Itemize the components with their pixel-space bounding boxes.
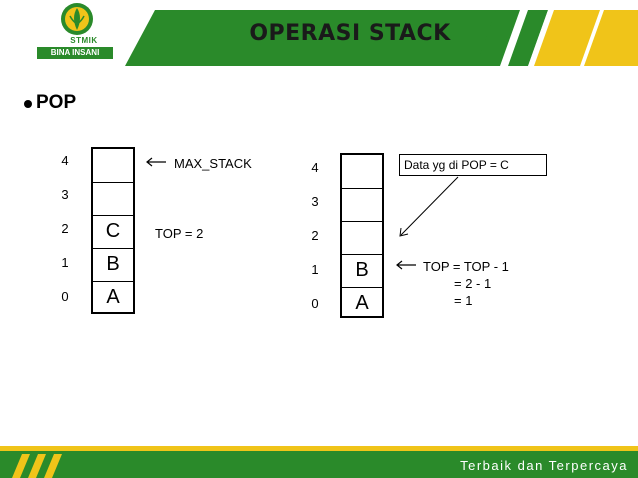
footer-slash-3 <box>44 454 62 478</box>
footer-tagline: Terbaik dan Terpercaya <box>460 458 628 473</box>
stack-cell: A <box>342 287 382 320</box>
top-label: TOP = 2 <box>155 226 204 241</box>
header-green-band <box>125 10 548 66</box>
stack-cell <box>342 221 382 254</box>
index-label: 1 <box>311 262 319 277</box>
footer-banner <box>0 446 638 478</box>
stack-cell <box>93 182 133 215</box>
calc-line-2: = 2 - 1 <box>454 276 492 291</box>
stack-after: B A <box>340 153 384 318</box>
logo: STMIK BINA INSANI <box>0 0 120 70</box>
page-title: OPERASI STACK <box>249 21 451 46</box>
footer-slash-2 <box>28 454 46 478</box>
stack-cell <box>93 149 133 182</box>
header-banner <box>125 10 638 66</box>
stack-cell: C <box>93 215 133 248</box>
index-label: 4 <box>61 153 69 168</box>
footer-slash-1 <box>12 454 30 478</box>
stack-cell: B <box>93 248 133 281</box>
header-yellow-chevron-3 <box>584 10 638 66</box>
index-label: 0 <box>311 296 319 311</box>
index-label: 2 <box>61 221 69 236</box>
index-label: 3 <box>61 187 69 202</box>
rice-emblem-icon <box>61 3 93 35</box>
stack-cell: B <box>342 254 382 287</box>
footer-yellow-stripe <box>0 446 638 451</box>
footer-green-bar <box>0 451 638 478</box>
header-white-slash-1 <box>500 10 528 66</box>
stack-cell <box>342 188 382 221</box>
calc-line-3: = 1 <box>454 293 473 308</box>
logo-subtitle: BINA INSANI <box>37 47 113 59</box>
stack-before: C B A <box>91 147 135 314</box>
calc-line-1: TOP = TOP - 1 <box>423 259 509 274</box>
arrow-left-icon <box>396 260 416 270</box>
stack-cell: A <box>93 281 133 314</box>
index-label: 0 <box>61 289 69 304</box>
logo-name: STMIK <box>70 36 98 45</box>
header-white-slash-2 <box>528 10 554 66</box>
pop-callout: Data yg di POP = C <box>399 154 547 176</box>
index-label: 4 <box>311 160 319 175</box>
bullet-text: POP <box>36 92 77 113</box>
bullet-icon <box>24 100 32 108</box>
index-label: 2 <box>311 228 319 243</box>
index-label: 1 <box>61 255 69 270</box>
index-label: 3 <box>311 194 319 209</box>
max-stack-label: MAX_STACK <box>174 156 252 171</box>
callout-pointer-arrow-icon <box>399 176 459 237</box>
arrow-left-icon <box>146 157 166 167</box>
stack-cell <box>342 155 382 188</box>
